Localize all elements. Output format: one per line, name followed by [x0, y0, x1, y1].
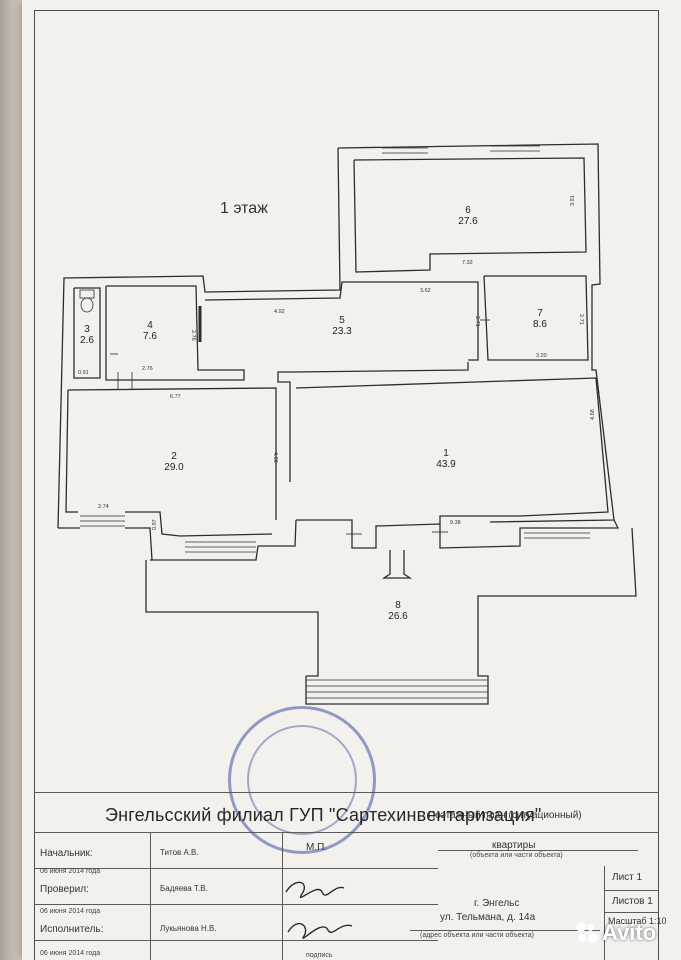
porch-column [381, 550, 413, 579]
dim-label: 2.76 [190, 330, 196, 341]
mp-mark: М.П. [306, 842, 328, 853]
sheet-count: Листов 1 [612, 896, 653, 907]
drawing-frame [34, 10, 659, 960]
executor-date: 06 июня 2014 года [40, 950, 101, 957]
room-7-walls [483, 275, 589, 361]
executor-name: Лукьянова Н.В. [160, 924, 217, 933]
room-8-area: 26.6 [388, 611, 408, 622]
room-4-area: 7.6 [143, 331, 157, 342]
checked-label: Проверил: [40, 884, 89, 895]
dim-label: 4.68 [590, 409, 596, 420]
object-type: квартиры [492, 840, 536, 851]
head-date: 06 июня 2014 года [40, 868, 101, 875]
signature-caption: подпись [306, 952, 333, 959]
room-3-area: 2.6 [80, 335, 94, 346]
dim-label: 0.91 [78, 370, 89, 376]
room-3-walls [73, 287, 101, 379]
dim-label: 6.77 [170, 394, 181, 400]
address-city: г. Энгельс [474, 898, 520, 909]
room-1-west-wall [277, 362, 469, 482]
dim-label: 2.74 [98, 504, 109, 510]
sheet-number: Лист 1 [612, 872, 643, 883]
address-street: ул. Тельмана, д. 14а [440, 912, 536, 923]
dim-label: 2.71 [474, 316, 480, 327]
room-3-number: 3 [84, 324, 90, 335]
handwritten-signatures [285, 881, 353, 939]
dim-label: 4.60 [272, 452, 278, 463]
room-5-walls [204, 281, 479, 361]
room-2-area: 29.0 [164, 462, 184, 473]
executor-label: Исполнитель: [40, 924, 104, 935]
toilet-icon [79, 289, 95, 313]
object-caption: (объекта или части объекта) [470, 852, 563, 859]
dim-label: 9.38 [450, 520, 461, 526]
dim-label: 3.91 [570, 195, 576, 206]
exterior-wall-south-west [125, 527, 153, 561]
dim-label: 0.97 [152, 519, 158, 530]
room-5-area: 23.3 [332, 326, 352, 337]
room-5-number: 5 [339, 315, 345, 326]
porch-west [145, 560, 319, 677]
room-4-walls [105, 285, 245, 381]
plan-title: Поэтажный план (ситуационный) [428, 810, 582, 821]
room-2-walls [67, 387, 277, 520]
floor-label: 1 этаж [220, 200, 268, 217]
organization-name: Энгельсский филиал ГУП "Сартехинвентариз… [105, 805, 542, 825]
room-4-number: 4 [147, 320, 153, 331]
head-name: Титов А.В. [160, 848, 199, 857]
avito-text: Avito [602, 920, 657, 945]
dim-label: 7.32 [462, 260, 473, 266]
checked-date: 06 июня 2014 года [40, 908, 101, 915]
room-2-number: 2 [171, 451, 177, 462]
room-8-number: 8 [395, 600, 401, 611]
round-seal-stamp [228, 706, 376, 854]
avito-logo-icon [576, 922, 598, 944]
head-label: Начальник: [40, 848, 93, 859]
checked-name: Бадяева Т.В. [160, 884, 208, 893]
avito-watermark: Avito [576, 920, 656, 946]
room-7-number: 7 [537, 308, 543, 319]
porch-east [305, 527, 637, 705]
dim-label: 3.62 [420, 288, 431, 294]
room-7-area: 8.6 [533, 319, 547, 330]
dim-label: 2.71 [578, 314, 584, 325]
dim-label: 4.92 [274, 309, 285, 315]
exterior-wall-north-west [57, 147, 341, 529]
scale: Масштаб 1:10 [608, 916, 667, 926]
exterior-wall-east [337, 143, 615, 523]
room-6-number: 6 [465, 205, 471, 216]
floor-plan: 1 43.9 2 29.0 3 2.6 4 7.6 5 23.3 6 27.6 … [57, 143, 637, 705]
dim-label: 3.20 [536, 353, 547, 359]
room-1-walls [295, 377, 609, 524]
room-6-walls [353, 157, 587, 273]
previous-page-edge [0, 0, 22, 960]
address-caption: (адрес объекта или части объекта) [420, 932, 534, 939]
room-1-area: 43.9 [436, 459, 456, 470]
room-6-area: 27.6 [458, 216, 478, 227]
room-1-number: 1 [443, 448, 449, 459]
dim-label: 2.76 [142, 366, 153, 372]
